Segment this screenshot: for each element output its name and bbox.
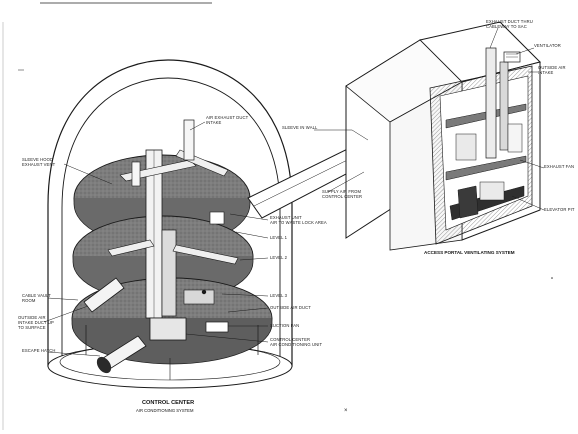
label-escape-hatch: ESCAPE HATCH: [22, 348, 56, 353]
label-suction-fan: SUCTION FAN: [270, 323, 300, 328]
label-level-2: LEVEL 2: [270, 255, 288, 260]
label-exhaust-fan: EXHAUST FAN: [544, 164, 575, 169]
label-outside-air-intake-duct: OUTSIDE AIR INTAKE DUCT UP TO SURFACE: [18, 315, 54, 330]
caption-control-center-subtitle: AIR CONDITIONING SYSTEM: [136, 408, 194, 413]
label-air-exhaust-duct-intake: AIR EXHAUST DUCT INTAKE: [206, 115, 249, 125]
label-exhaust-unit: EXHAUST UNIT AIR TO WASTE LOCK AREA: [270, 215, 327, 225]
label-outside-air-intake: OUTSIDE AIR INTAKE: [538, 65, 566, 75]
leader-lines: [43, 27, 545, 357]
caption-control-center-title: CONTROL CENTER: [142, 400, 195, 406]
label-exhaust-duct-thru-cableway: EXHAUST DUCT THRU CABLEWAY TO SAC: [486, 19, 533, 29]
small-x-mark: ×: [344, 408, 348, 414]
label-supply-air-from-control-center: SUPPLY AIR FROM CONTROL CENTER: [322, 189, 363, 199]
vertical-duct-chase: [107, 119, 239, 341]
access-portal-building: [345, 21, 541, 251]
label-level-3: LEVEL 3: [270, 293, 288, 298]
label-sleeve-in-wall: SLEEVE IN WALL: [282, 125, 318, 130]
label-elevator-pit: ELEVATOR PIT: [544, 207, 575, 212]
label-outside-air-duct: OUTSIDE AIR DUCT: [270, 305, 311, 310]
caption-access-portal-ventilating-system: ACCESS PORTAL VENTILATING SYSTEM: [424, 250, 515, 255]
outside-air-intake-tube: [83, 277, 125, 313]
label-control-center-ac-unit: CONTROL CENTER AIR CONDITIONING UNIT: [270, 337, 323, 347]
label-sleeve-hood-exhaust-vent: SLEEVE HOOD EXHAUST VENT: [22, 157, 56, 167]
label-level-1: LEVEL 1: [270, 235, 288, 240]
label-cable-vault-room: CABLE VAULT ROOM: [22, 293, 51, 303]
label-ventilator: VENTILATOR: [534, 43, 561, 48]
escape-hatch-tube: [96, 335, 147, 374]
stray-dot: [551, 277, 553, 279]
